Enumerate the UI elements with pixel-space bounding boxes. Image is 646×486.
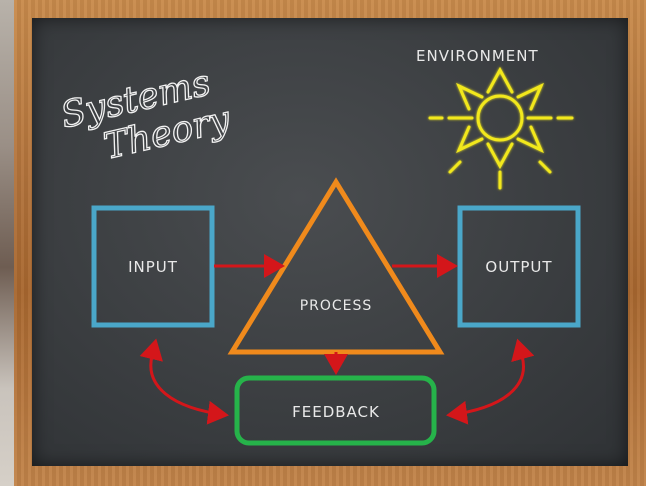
sun-icon bbox=[428, 66, 574, 190]
feedback-box bbox=[234, 375, 437, 446]
feedback-label: FEEDBACK bbox=[292, 403, 380, 421]
background-photo-edge bbox=[0, 0, 14, 486]
environment-label: ENVIRONMENT bbox=[416, 47, 539, 65]
title: Systems Theory bbox=[56, 62, 235, 169]
flow-arrows bbox=[139, 254, 535, 425]
input-box bbox=[91, 205, 215, 328]
arrow-feedback-input-loop bbox=[139, 338, 229, 425]
sun-disc bbox=[476, 94, 524, 142]
sun-rays bbox=[428, 66, 574, 190]
process-label: PROCESS bbox=[300, 298, 373, 314]
output-box bbox=[457, 205, 581, 328]
arrow-feedback-output-loop bbox=[446, 338, 535, 425]
output-label: OUTPUT bbox=[485, 258, 552, 276]
input-label: INPUT bbox=[128, 258, 178, 276]
